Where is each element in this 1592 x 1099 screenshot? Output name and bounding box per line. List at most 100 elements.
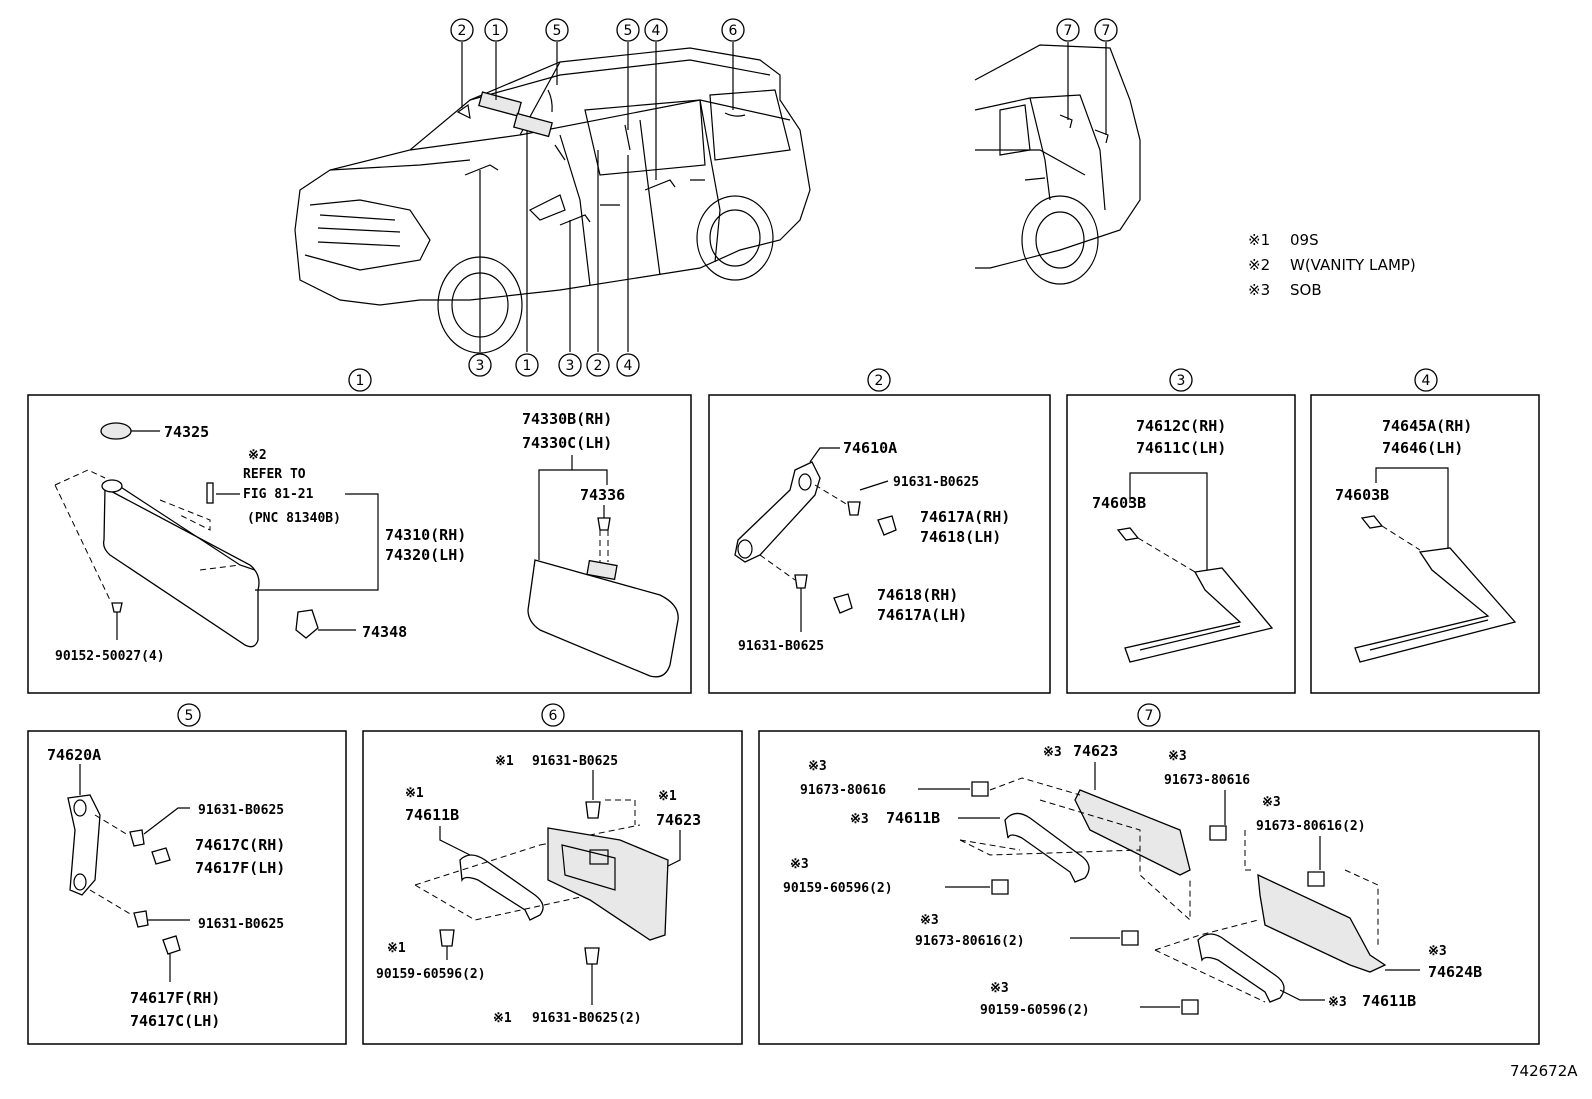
- label-74617c-rh: 74617C(RH): [195, 836, 285, 854]
- label-91631-b: 91631-B0625: [738, 639, 824, 654]
- part-74336-clip: [597, 517, 611, 531]
- callout-2: 2: [458, 23, 467, 39]
- label-74348: 74348: [362, 623, 407, 641]
- panel-3-callout: 3: [1177, 373, 1186, 389]
- part-74603b-clip-3: [1116, 527, 1140, 541]
- part-74610a-grip: [734, 461, 821, 563]
- label-74612c: 74612C(RH): [1136, 417, 1226, 435]
- label-74611b-6: 74611B: [405, 806, 459, 824]
- part-74611b-grip-7a: [1004, 812, 1090, 883]
- label-91631-6bot: 91631-B0625(2): [532, 1011, 642, 1026]
- label-74610a: 74610A: [843, 439, 897, 457]
- part-91631-screw-6b: [584, 947, 600, 965]
- label-6-n1a: ※1: [495, 754, 514, 769]
- label-6-n1d: ※1: [387, 941, 406, 956]
- notes-legend: ※1 09S ※2 W(VANITY LAMP) ※3 SOB: [1248, 231, 1416, 299]
- part-74620a-grip: [67, 794, 101, 896]
- label-91673-7d: 91673-80616(2): [915, 934, 1025, 949]
- part-90159-screw-7a: [991, 879, 1009, 895]
- label-7-n3c: ※3: [1168, 749, 1187, 764]
- part-91673-screw-7d: [1121, 930, 1139, 946]
- panel-5: 5 74620A 91631-B0625 74617C(RH) 74617F(L…: [27, 703, 347, 1045]
- vehicle-illustration-rear: [974, 44, 1141, 285]
- label-74617a-lh: 74617A(LH): [877, 606, 967, 624]
- note-3-text: SOB: [1290, 281, 1322, 299]
- label-74624b: 74624B: [1428, 963, 1482, 981]
- part-90152-screw: [111, 602, 123, 613]
- figure-id: 742672A: [1510, 1062, 1578, 1080]
- label-74623-7: 74623: [1073, 742, 1118, 760]
- panel-7-callout: 7: [1145, 708, 1154, 724]
- panel-6-frame: [362, 730, 743, 1045]
- part-91631-screw-b: [794, 574, 808, 589]
- part-74330-sun-visor: [527, 559, 679, 678]
- callout-7b: 7: [1102, 23, 1111, 39]
- label-74320: 74320(LH): [385, 546, 466, 564]
- callout-5: 5: [553, 23, 562, 39]
- label-90159-6: 90159-60596(2): [376, 967, 486, 982]
- label-90159-7a: 90159-60596(2): [783, 881, 893, 896]
- visor-mount: [586, 559, 618, 581]
- note-3-mark: ※3: [1248, 281, 1270, 299]
- panel-1-callout: 1: [356, 373, 365, 389]
- part-74611b-grip-6: [459, 854, 544, 921]
- label-74603b-4: 74603B: [1335, 486, 1389, 504]
- part-74617c-cap: [151, 847, 171, 865]
- note-1-mark: ※1: [1248, 231, 1270, 249]
- label-74336: 74336: [580, 486, 625, 504]
- label-note2: ※2: [248, 448, 267, 463]
- label-74623-6: 74623: [656, 811, 701, 829]
- label-7-n3e: ※3: [850, 812, 869, 827]
- note-2-mark: ※2: [1248, 256, 1270, 274]
- label-7-n3d: ※3: [1262, 795, 1281, 810]
- part-91673-screw-7c: [1307, 871, 1325, 887]
- panel-4: 4 74645A(RH) 74646(LH) 74603B: [1310, 368, 1540, 694]
- callout-1b: 1: [523, 358, 532, 374]
- part-vanity-lamp-pin: [206, 482, 214, 504]
- label-74611c: 74611C(LH): [1136, 439, 1226, 457]
- label-74618-rh: 74618(RH): [877, 586, 958, 604]
- panel-2: 2 74610A 91631-B0625 74617A(RH) 74618(LH…: [708, 368, 1051, 694]
- callout-4: 4: [652, 23, 661, 39]
- label-90152: 90152-50027(4): [55, 649, 165, 664]
- label-refer-3: (PNC 81340B): [247, 511, 341, 526]
- part-90159-screw-6: [439, 929, 455, 947]
- label-74330b: 74330B(RH): [522, 410, 612, 428]
- label-91673-7a: 91673-80616: [800, 783, 886, 798]
- callout-1: 1: [492, 23, 501, 39]
- label-6-n1b: ※1: [658, 789, 677, 804]
- part-90159-screw-7b: [1181, 999, 1199, 1015]
- label-74330c: 74330C(LH): [522, 434, 612, 452]
- part-91631-screw-a: [847, 501, 861, 516]
- part-74624b-bracket: [1257, 873, 1387, 973]
- label-7-n3g: ※3: [920, 913, 939, 928]
- label-91631-6top: 91631-B0625: [532, 754, 618, 769]
- label-7-n3b: ※3: [1043, 745, 1062, 760]
- label-7-n3a: ※3: [808, 759, 827, 774]
- part-74618-cap: [833, 593, 853, 614]
- label-90159-7b: 90159-60596(2): [980, 1003, 1090, 1018]
- part-74645a-trim: [1354, 547, 1517, 663]
- callout-5b: 5: [624, 23, 633, 39]
- label-74325: 74325: [164, 423, 209, 441]
- panel-5-callout: 5: [185, 708, 194, 724]
- note-2-text: W(VANITY LAMP): [1290, 256, 1416, 274]
- part-91631-screw-5b: [133, 910, 149, 928]
- part-74603b-clip-4: [1360, 515, 1384, 529]
- part-91673-screw-7a: [971, 781, 989, 797]
- callout-7: 7: [1064, 23, 1073, 39]
- panel-6-callout: 6: [549, 708, 558, 724]
- label-74618-lh: 74618(LH): [920, 528, 1001, 546]
- panel-6: 6 ※1 91631-B0625 ※1 74623 ※1 74611B ※1 9…: [362, 703, 743, 1045]
- label-6-n1e: ※1: [493, 1011, 512, 1026]
- panel-4-callout: 4: [1422, 373, 1431, 389]
- label-74645a: 74645A(RH): [1382, 417, 1472, 435]
- part-74611b-grip-7b: [1197, 933, 1285, 1003]
- part-74617f-cap: [162, 935, 181, 955]
- label-refer-2: FIG 81-21: [243, 487, 314, 502]
- label-91673-7b: 91673-80616: [1164, 773, 1250, 788]
- callout-2b: 2: [594, 358, 603, 374]
- callout-leaders: [461, 42, 1107, 352]
- panel-1: 1 74325 ※2 REFER TO FIG 81-21 (PNC 81340…: [27, 368, 692, 694]
